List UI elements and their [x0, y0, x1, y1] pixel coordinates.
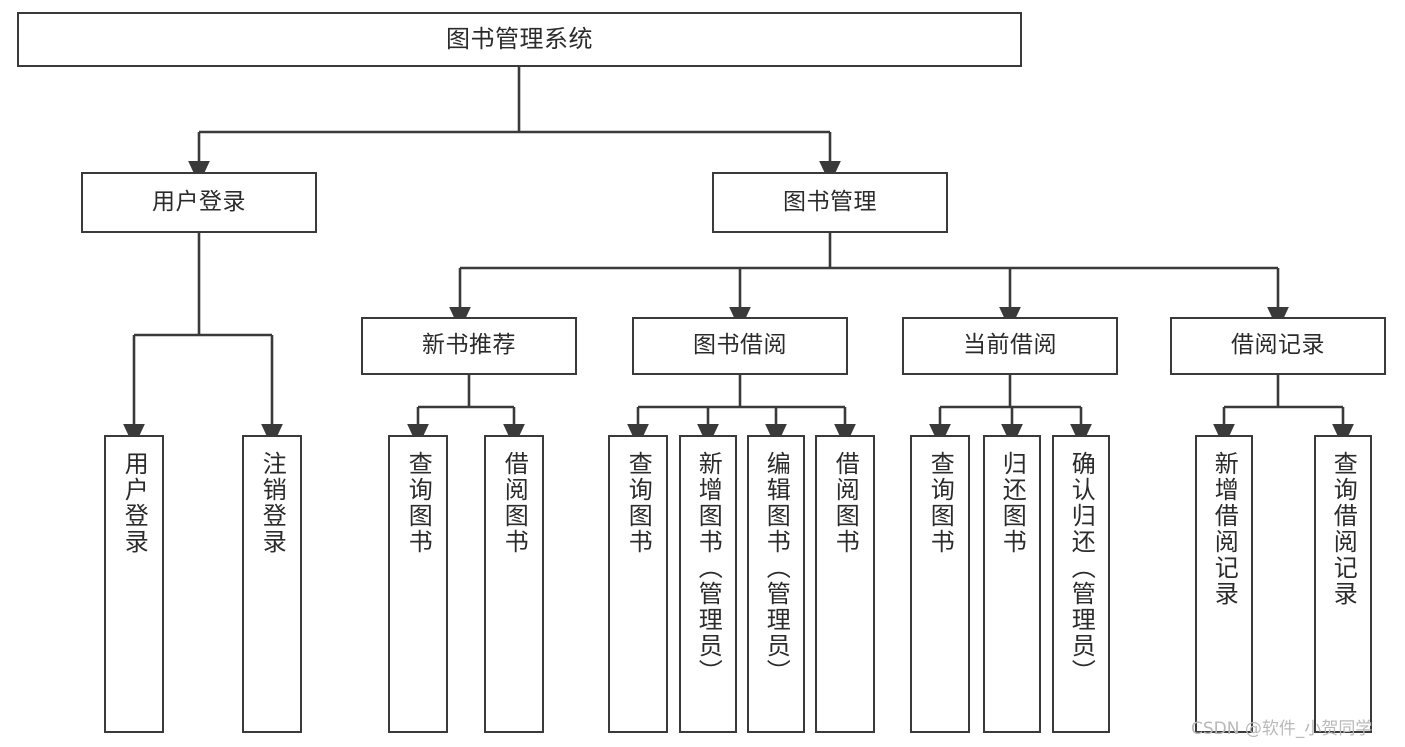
node-current-borrow-label: 当前借阅: [963, 332, 1057, 359]
leaf-logout[interactable]: 注销登录: [242, 435, 302, 733]
leaf-add-borrow-record-label: 新增借阅记录: [1210, 451, 1239, 607]
leaf-query-book-current-label: 查询图书: [926, 451, 955, 555]
node-current-borrow[interactable]: 当前借阅: [902, 317, 1118, 375]
leaf-confirm-return-admin-label: 确认归还（管理员）: [1067, 451, 1096, 685]
csdn-watermark: CSDN @软件_小贺同学: [1191, 719, 1373, 739]
node-new-book-recommend-label: 新书推荐: [422, 332, 516, 359]
node-root[interactable]: 图书管理系统: [17, 12, 1022, 67]
leaf-borrow-book[interactable]: 借阅图书: [815, 435, 875, 733]
node-user-login[interactable]: 用户登录: [81, 172, 317, 233]
node-borrow-record-label: 借阅记录: [1231, 332, 1325, 359]
node-book-management-label: 图书管理: [783, 188, 877, 215]
leaf-user-login-label: 用户登录: [120, 451, 149, 555]
leaf-add-book-admin-label: 新增图书（管理员）: [694, 451, 723, 685]
leaf-query-borrow-record[interactable]: 查询借阅记录: [1314, 435, 1372, 733]
leaf-add-book-admin[interactable]: 新增图书（管理员）: [679, 435, 737, 733]
leaf-edit-book-admin-label: 编辑图书（管理员）: [762, 451, 791, 685]
node-book-borrow[interactable]: 图书借阅: [632, 317, 848, 375]
node-book-management[interactable]: 图书管理: [712, 172, 948, 233]
leaf-return-book[interactable]: 归还图书: [983, 435, 1041, 733]
leaf-borrow-book-recommend[interactable]: 借阅图书: [484, 435, 544, 733]
leaf-query-borrow-record-label: 查询借阅记录: [1329, 451, 1358, 607]
node-user-login-label: 用户登录: [152, 188, 246, 215]
node-borrow-record[interactable]: 借阅记录: [1170, 317, 1386, 375]
leaf-borrow-book-recommend-label: 借阅图书: [500, 451, 529, 555]
node-book-borrow-label: 图书借阅: [693, 332, 787, 359]
leaf-user-login[interactable]: 用户登录: [104, 435, 164, 733]
leaf-query-book-current[interactable]: 查询图书: [910, 435, 970, 733]
leaf-borrow-book-label: 借阅图书: [831, 451, 860, 555]
leaf-add-borrow-record[interactable]: 新增借阅记录: [1195, 435, 1253, 733]
node-new-book-recommend[interactable]: 新书推荐: [361, 317, 577, 375]
leaf-confirm-return-admin[interactable]: 确认归还（管理员）: [1052, 435, 1110, 733]
leaf-return-book-label: 归还图书: [998, 451, 1027, 555]
leaf-logout-label: 注销登录: [258, 451, 287, 555]
leaf-query-book-borrow[interactable]: 查询图书: [608, 435, 668, 733]
leaf-query-book-borrow-label: 查询图书: [624, 451, 653, 555]
leaf-query-book-recommend[interactable]: 查询图书: [388, 435, 448, 733]
leaf-query-book-recommend-label: 查询图书: [404, 451, 433, 555]
node-root-label: 图书管理系统: [446, 25, 593, 54]
leaf-edit-book-admin[interactable]: 编辑图书（管理员）: [747, 435, 805, 733]
